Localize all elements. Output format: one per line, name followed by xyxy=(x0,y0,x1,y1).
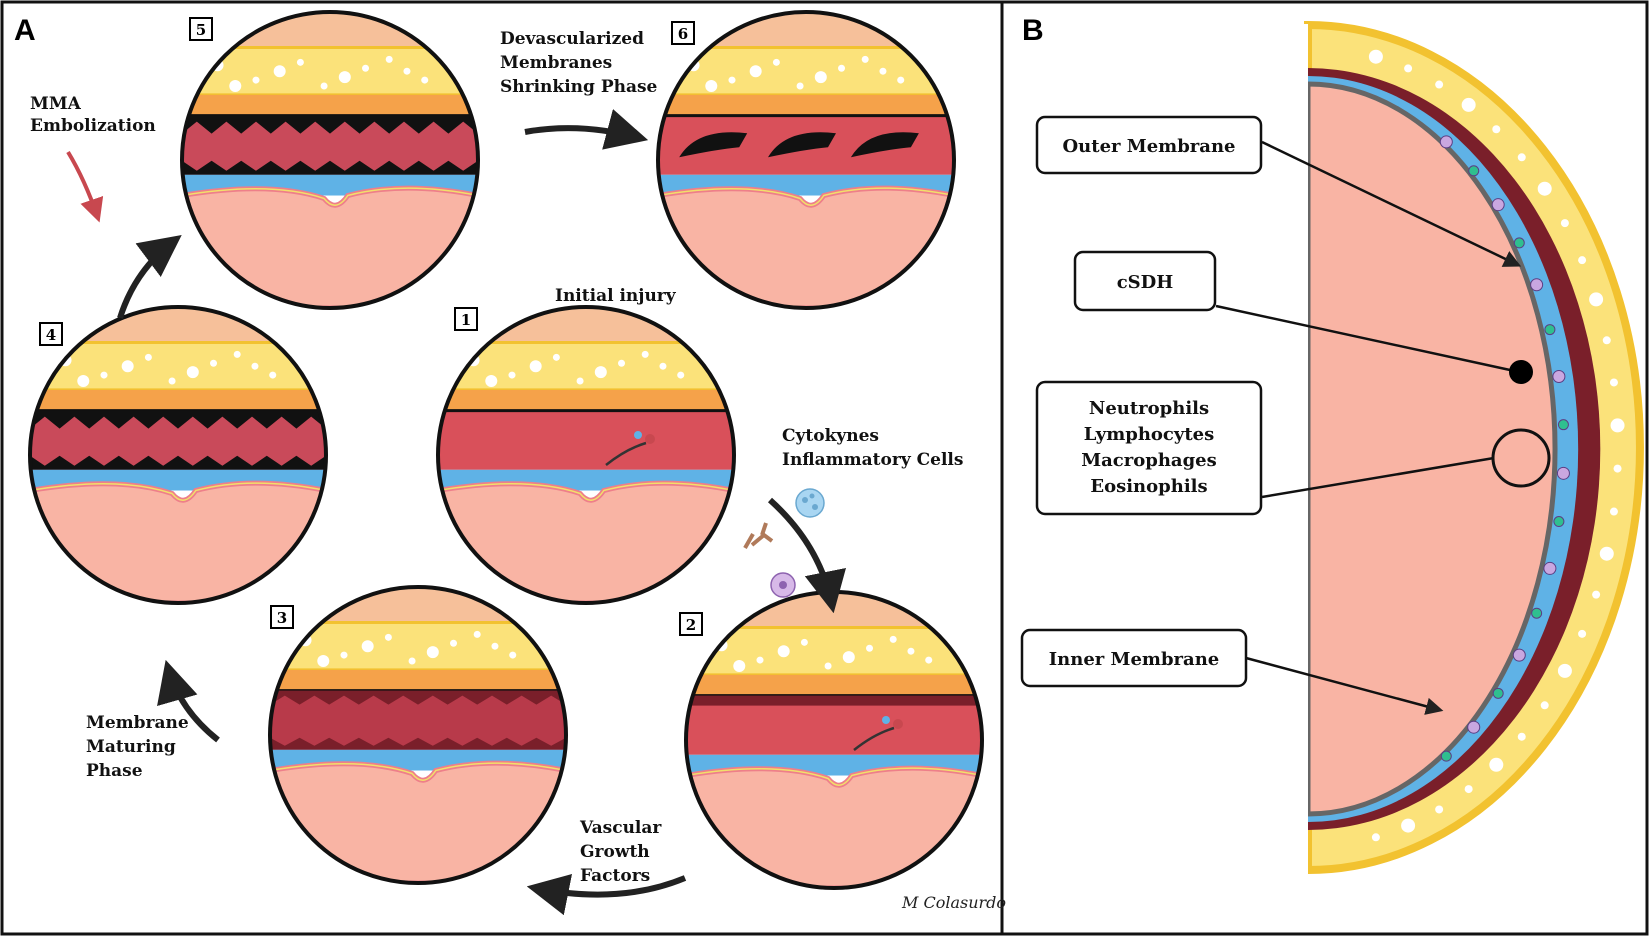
devascularized-label: Devascularized Membranes Shrinking Phase xyxy=(500,29,658,97)
skull-dots xyxy=(1368,49,1625,842)
arrow-1-to-2 xyxy=(767,497,846,614)
stage-number-4: 4 xyxy=(39,322,63,346)
csdh-box: cSDH xyxy=(1073,250,1217,312)
svg-text:6: 6 xyxy=(678,25,688,43)
svg-text:Devascularized: Devascularized xyxy=(500,29,644,49)
vascular-growth-label: Vascular Growth Factors xyxy=(579,818,662,886)
svg-text:3: 3 xyxy=(277,609,287,627)
svg-text:Neutrophils: Neutrophils xyxy=(1089,398,1209,419)
outer-membrane-box: Outer Membrane xyxy=(1035,115,1263,175)
svg-text:Phase: Phase xyxy=(86,761,143,781)
initial-injury-label: Initial injury xyxy=(555,286,677,306)
svg-text:Inner Membrane: Inner Membrane xyxy=(1049,649,1220,670)
stage-circle-1 xyxy=(436,305,736,605)
svg-text:4: 4 xyxy=(46,326,56,344)
stage-circle-2 xyxy=(684,590,984,890)
csdh-marker xyxy=(1509,360,1533,384)
svg-text:Inflammatory Cells: Inflammatory Cells xyxy=(782,450,963,470)
svg-text:MMA: MMA xyxy=(30,94,82,114)
stage-number-1: 1 xyxy=(454,307,478,331)
panel-b-letter: B xyxy=(1022,14,1044,47)
arrow-4-to-5 xyxy=(117,234,182,319)
signature: M Colasurdo xyxy=(901,893,1006,912)
svg-text:Membrane: Membrane xyxy=(86,713,189,733)
svg-text:Vascular: Vascular xyxy=(579,818,662,838)
panel-a-letter: A xyxy=(14,14,36,47)
stage-number-3: 3 xyxy=(270,605,294,629)
stage-number-5: 5 xyxy=(189,17,213,41)
svg-text:Cytokynes: Cytokynes xyxy=(782,426,879,446)
cells-highlight-circle xyxy=(1491,428,1551,488)
svg-text:Shrinking Phase: Shrinking Phase xyxy=(500,77,658,97)
svg-text:Outer Membrane: Outer Membrane xyxy=(1063,136,1236,157)
svg-text:1: 1 xyxy=(461,311,471,329)
inner-membrane-box: Inner Membrane xyxy=(1020,628,1248,688)
svg-text:cSDH: cSDH xyxy=(1117,272,1174,293)
svg-text:5: 5 xyxy=(196,21,206,39)
cells-box: Neutrophils Lymphocytes Macrophages Eosi… xyxy=(1035,380,1263,516)
inner-membrane-pointer xyxy=(1245,656,1444,715)
svg-text:Eosinophils: Eosinophils xyxy=(1090,476,1207,497)
antibody-icon xyxy=(743,522,774,549)
outer-membrane-pointer xyxy=(1261,140,1522,267)
cytokine-cluster-icon xyxy=(795,488,825,518)
cytokynes-label: Cytokynes Inflammatory Cells xyxy=(782,426,963,470)
svg-text:Embolization: Embolization xyxy=(30,116,156,136)
cells-pointer xyxy=(1261,456,1495,499)
floating-cells xyxy=(743,488,825,598)
svg-text:Factors: Factors xyxy=(580,866,650,886)
arrow-5-to-6 xyxy=(524,109,649,150)
stage-number-6: 6 xyxy=(671,21,695,45)
svg-text:2: 2 xyxy=(686,616,696,634)
brain-layer xyxy=(1305,81,1558,817)
stage-circle-5 xyxy=(180,10,480,310)
mma-embolization-label: MMA Embolization xyxy=(30,94,156,136)
arrow-2-to-3 xyxy=(526,873,687,916)
stage-circle-4 xyxy=(28,305,328,605)
membrane-cells xyxy=(1439,135,1570,762)
stage-circle-3 xyxy=(268,585,568,885)
stage-circle-6 xyxy=(656,10,956,310)
svg-text:Growth: Growth xyxy=(580,842,650,862)
stage-number-2: 2 xyxy=(679,612,703,636)
svg-text:Lymphocytes: Lymphocytes xyxy=(1084,424,1215,445)
membrane-maturing-label: Membrane Maturing Phase xyxy=(86,713,189,781)
svg-text:Maturing: Maturing xyxy=(86,737,176,757)
svg-text:Membranes: Membranes xyxy=(500,53,612,73)
mma-red-arrow xyxy=(66,150,104,223)
csdh-pointer xyxy=(1215,304,1511,372)
svg-text:Macrophages: Macrophages xyxy=(1081,450,1217,471)
arrow-3-to-4 xyxy=(157,659,220,743)
